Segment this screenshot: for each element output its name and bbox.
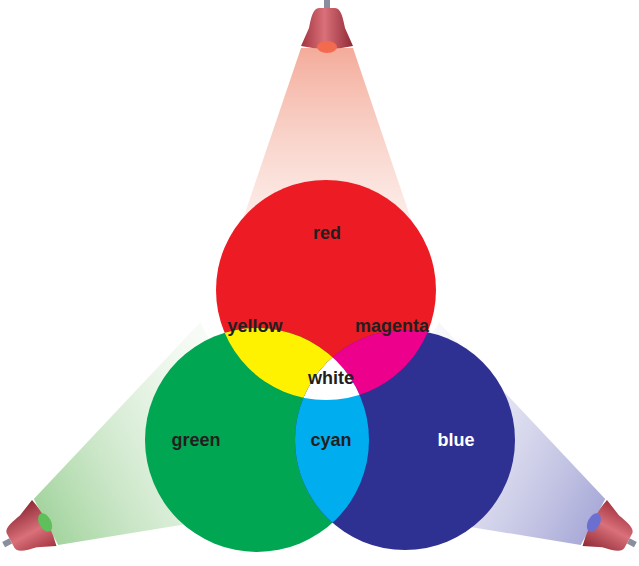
overlap-clip [295,330,515,550]
overlap-clip [295,330,515,550]
mixed-color-name: cyan [310,430,351,451]
mixed-color-name: white [308,368,354,389]
color-name: blue [437,430,474,451]
color-name: green [171,430,220,451]
text-holder: blue [437,430,474,451]
mixed-color-name: magenta [355,316,429,337]
label-holder: magenta [355,316,429,337]
lamp-bulb [317,41,337,53]
color-name: red [313,223,341,244]
lamp-bulb [35,511,55,534]
overlap-clip [295,330,515,550]
lamp-cap [324,0,330,8]
overlap-region [295,330,515,550]
overlap-region [295,330,515,550]
lamp-bulb [584,511,604,534]
label-holder: white [308,368,354,389]
text-holder: red [313,223,341,244]
text-holder: green [171,430,220,451]
overlap-region [295,330,515,550]
mixed-color-name: yellow [227,316,282,337]
lamp-shade [580,499,639,564]
overlap-clip [295,330,515,550]
label-holder: cyan [310,430,351,451]
lamp-shade [0,499,59,564]
label-holder: yellow [227,316,282,337]
circle-fill [295,330,515,550]
